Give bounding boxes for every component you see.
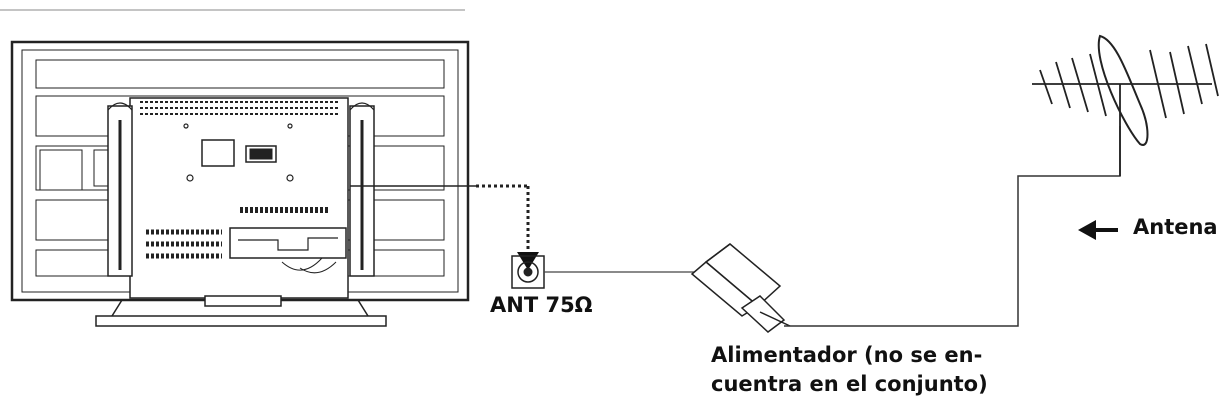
tv-stand [95, 295, 387, 327]
power-adapter [690, 243, 791, 333]
tv-connectors [146, 123, 347, 274]
power-adapter-label-line1: Alimentador (no se en- [711, 343, 983, 367]
arrow-down-icon [517, 252, 539, 270]
tv-rear-panel [10, 40, 470, 302]
arrow-left-icon [1078, 220, 1118, 240]
ant-port-label: ANT 75Ω [490, 293, 593, 317]
antenna-icon [1032, 34, 1219, 176]
vent-slots-top [140, 101, 340, 115]
antenna-label: Antena [1133, 215, 1218, 239]
power-adapter-label-line2: cuentra en el conjunto) [711, 372, 988, 396]
antenna-cable [784, 126, 1121, 327]
